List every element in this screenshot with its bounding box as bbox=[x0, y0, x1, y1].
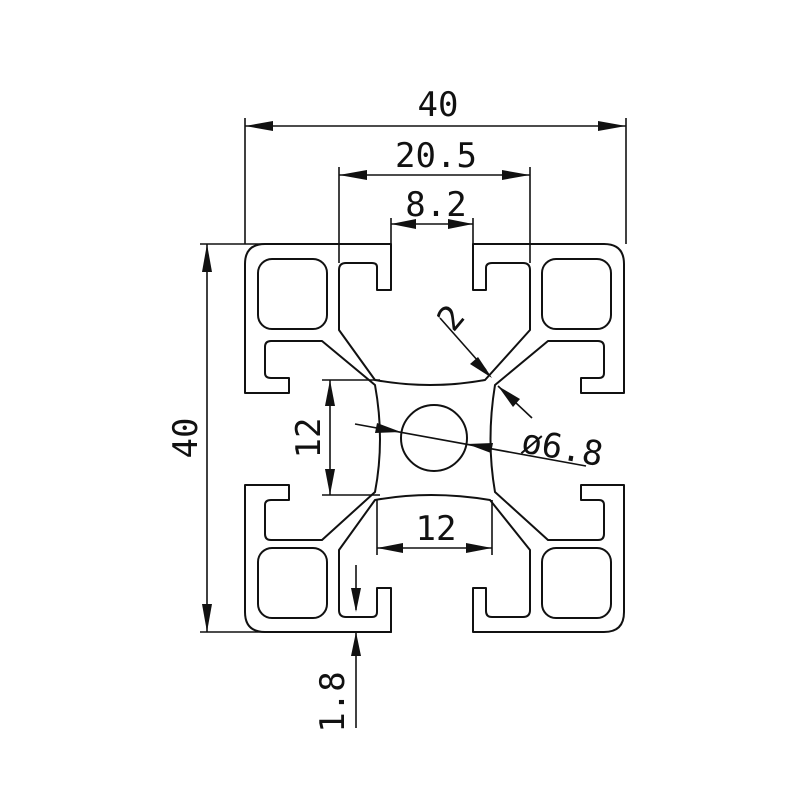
arrow-head bbox=[466, 543, 492, 553]
label-core-height: 12 bbox=[289, 418, 329, 459]
corner-chamber-top-right bbox=[541, 258, 612, 330]
arrow-head bbox=[325, 380, 335, 406]
arrow-head bbox=[351, 632, 361, 656]
arrow-head bbox=[448, 219, 473, 229]
dimension-lines bbox=[200, 118, 627, 728]
arrow-head bbox=[467, 443, 493, 453]
dimension-labels: 40 20.5 8.2 2 40 12 ø6.8 12 1.8 bbox=[166, 85, 606, 733]
arrow-head bbox=[470, 357, 492, 378]
arrow-head bbox=[375, 423, 401, 433]
arrow-head bbox=[502, 170, 530, 180]
corner-chamber-bottom-right bbox=[541, 547, 612, 619]
arrow-head bbox=[245, 121, 273, 131]
label-fillet-radius: 2 bbox=[429, 297, 473, 338]
label-overall-height: 40 bbox=[166, 418, 206, 459]
profile-cross-section bbox=[244, 243, 625, 633]
arrow-head bbox=[202, 604, 212, 632]
label-slot-opening: 8.2 bbox=[405, 185, 466, 225]
profile-outer-outline bbox=[244, 243, 625, 633]
label-overall-width: 40 bbox=[418, 85, 459, 125]
label-core-width: 12 bbox=[416, 509, 457, 549]
arrow-head bbox=[339, 170, 367, 180]
arrow-head bbox=[391, 219, 416, 229]
center-bore bbox=[400, 404, 468, 472]
arrow-head bbox=[498, 386, 520, 407]
label-bore-diameter: ø6.8 bbox=[518, 421, 606, 475]
arrow-head bbox=[598, 121, 626, 131]
corner-chamber-top-left bbox=[257, 258, 328, 330]
label-wall-thickness: 1.8 bbox=[313, 671, 353, 732]
corner-chamber-bottom-left bbox=[257, 547, 328, 619]
label-slot-span: 20.5 bbox=[395, 136, 477, 176]
arrow-head bbox=[377, 543, 403, 553]
arrow-head bbox=[351, 588, 361, 612]
arrow-head bbox=[325, 469, 335, 495]
arrow-head bbox=[202, 244, 212, 272]
